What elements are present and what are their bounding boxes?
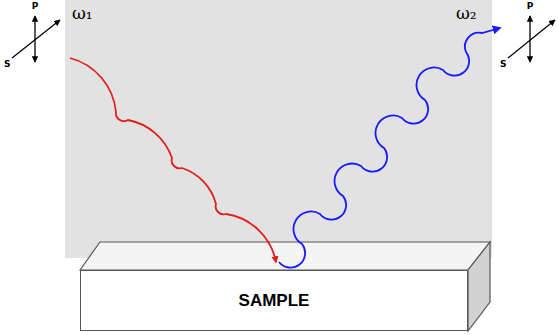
s-polarization (508, 20, 555, 58)
polarization-p: P (32, 2, 39, 11)
sample-label: SAMPLE (239, 291, 310, 311)
p-polarization (529, 16, 530, 62)
frequency-label: ω₁ (72, 5, 93, 22)
frequency-label: ω₂ (456, 5, 477, 22)
incident-wave (70, 58, 276, 262)
polarization-p: P (527, 2, 534, 11)
sample-side-face (468, 242, 490, 331)
polarization-s: S (4, 60, 10, 69)
scattered-wave (279, 28, 500, 268)
sample-box: SAMPLE (80, 270, 468, 331)
polarization-s: S (500, 60, 506, 69)
background-panel (65, 0, 492, 258)
s-polarization (12, 20, 60, 58)
